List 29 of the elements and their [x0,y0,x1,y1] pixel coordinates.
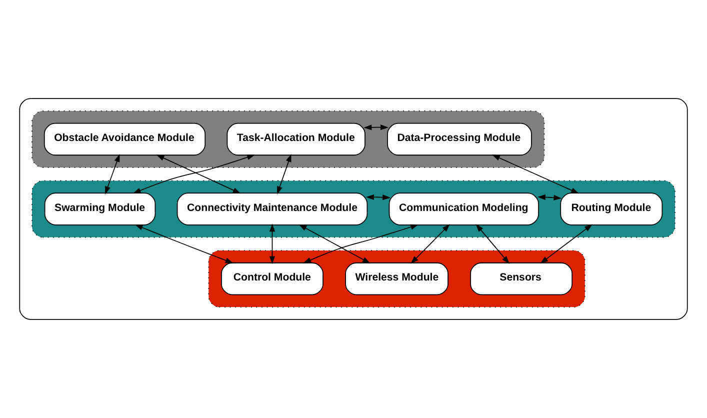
node-box: Connectivity Maintenance Module [176,192,368,226]
arrow [540,224,592,264]
arrow [269,224,276,264]
arrow [476,224,510,264]
node-box: Obstacle Avoidance Module [44,122,206,156]
arrow [303,224,419,264]
cluster [208,250,586,308]
arrow [364,124,388,130]
node-box: Routing Module [560,192,663,226]
arrow [132,154,255,194]
cluster [19,98,688,320]
arrow [105,154,120,194]
arrow [366,194,391,200]
node-box: Sensors [470,262,573,296]
arrow [156,154,241,194]
node-box: Swarming Module [44,192,156,226]
arrow [410,224,450,264]
arrow [134,224,234,264]
node-box: Control Module [221,262,324,296]
arrow [277,154,292,194]
cluster [32,110,545,168]
node-box: Data-Processing Module [387,122,532,156]
cluster [32,180,676,238]
node-box: Wireless Module [345,262,448,296]
node-box: Task-Allocation Module [226,122,366,156]
arrow [537,194,562,200]
arrow [298,224,370,264]
arrow [492,154,579,194]
node-box: Communication Modeling [388,192,539,226]
